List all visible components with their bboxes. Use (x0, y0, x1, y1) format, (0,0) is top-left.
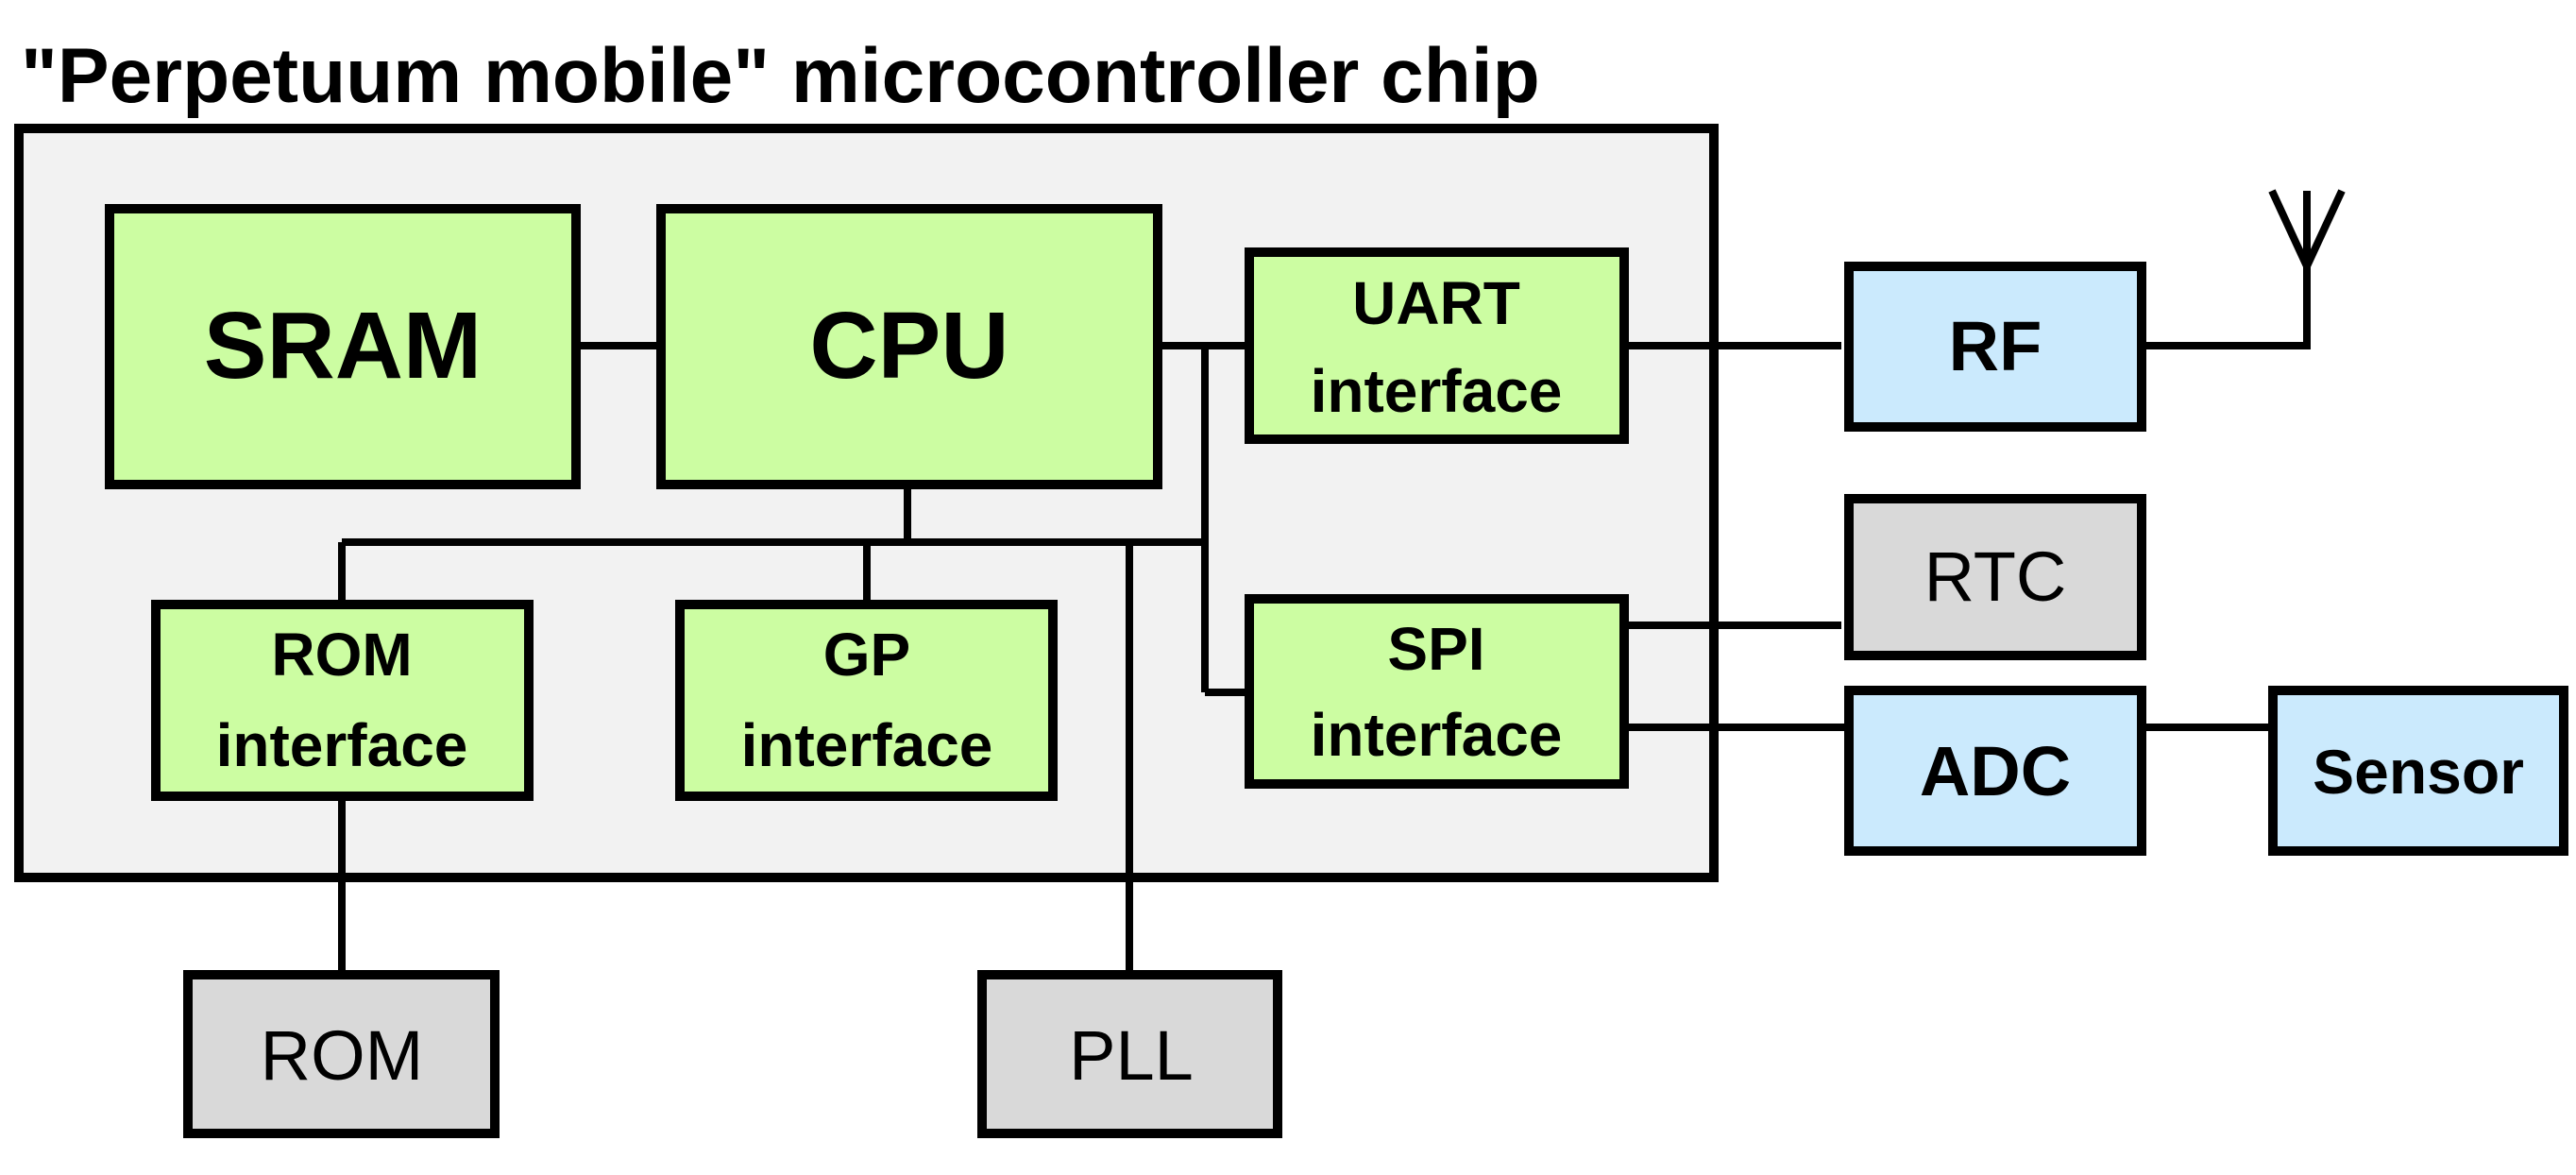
sram-block: SRAM (105, 204, 581, 489)
rtc-block: RTC (1844, 494, 2146, 660)
gp-if-label-line1: GP (823, 621, 910, 689)
sensor-label: Sensor (2313, 737, 2524, 807)
cpu-label: CPU (809, 293, 1008, 399)
rf-block: RF (1844, 262, 2146, 432)
gp-interface-block: GP interface (675, 600, 1058, 801)
sensor-block: Sensor (2268, 686, 2568, 856)
wires (338, 266, 2311, 975)
spi-interface-block: SPI interface (1245, 594, 1629, 789)
uart-interface-block: UART interface (1245, 247, 1629, 444)
spi-label-line2: interface (1311, 701, 1563, 769)
rom-interface-block: ROM interface (151, 600, 534, 801)
wire-rf-antenna (2142, 266, 2311, 349)
cpu-block: CPU (656, 204, 1162, 489)
adc-label: ADC (1920, 732, 2071, 810)
pll-label: PLL (1069, 1016, 1194, 1095)
uart-label-line1: UART (1352, 269, 1520, 337)
diagram-title: "Perpetuum mobile" microcontroller chip (21, 33, 1540, 119)
gp-if-label-line2: interface (741, 711, 993, 779)
rom-if-label-line1: ROM (271, 621, 412, 689)
rom-if-label-line2: interface (216, 711, 468, 779)
spi-label-line1: SPI (1387, 615, 1484, 683)
antenna-icon (2268, 189, 2346, 268)
rf-label: RF (1949, 307, 2042, 385)
adc-block: ADC (1844, 686, 2146, 856)
rtc-label: RTC (1924, 537, 2067, 616)
uart-label-line2: interface (1311, 357, 1563, 425)
rom-block: ROM (183, 970, 500, 1138)
pll-block: PLL (977, 970, 1282, 1138)
rom-label: ROM (261, 1016, 424, 1095)
sram-label: SRAM (204, 293, 482, 399)
